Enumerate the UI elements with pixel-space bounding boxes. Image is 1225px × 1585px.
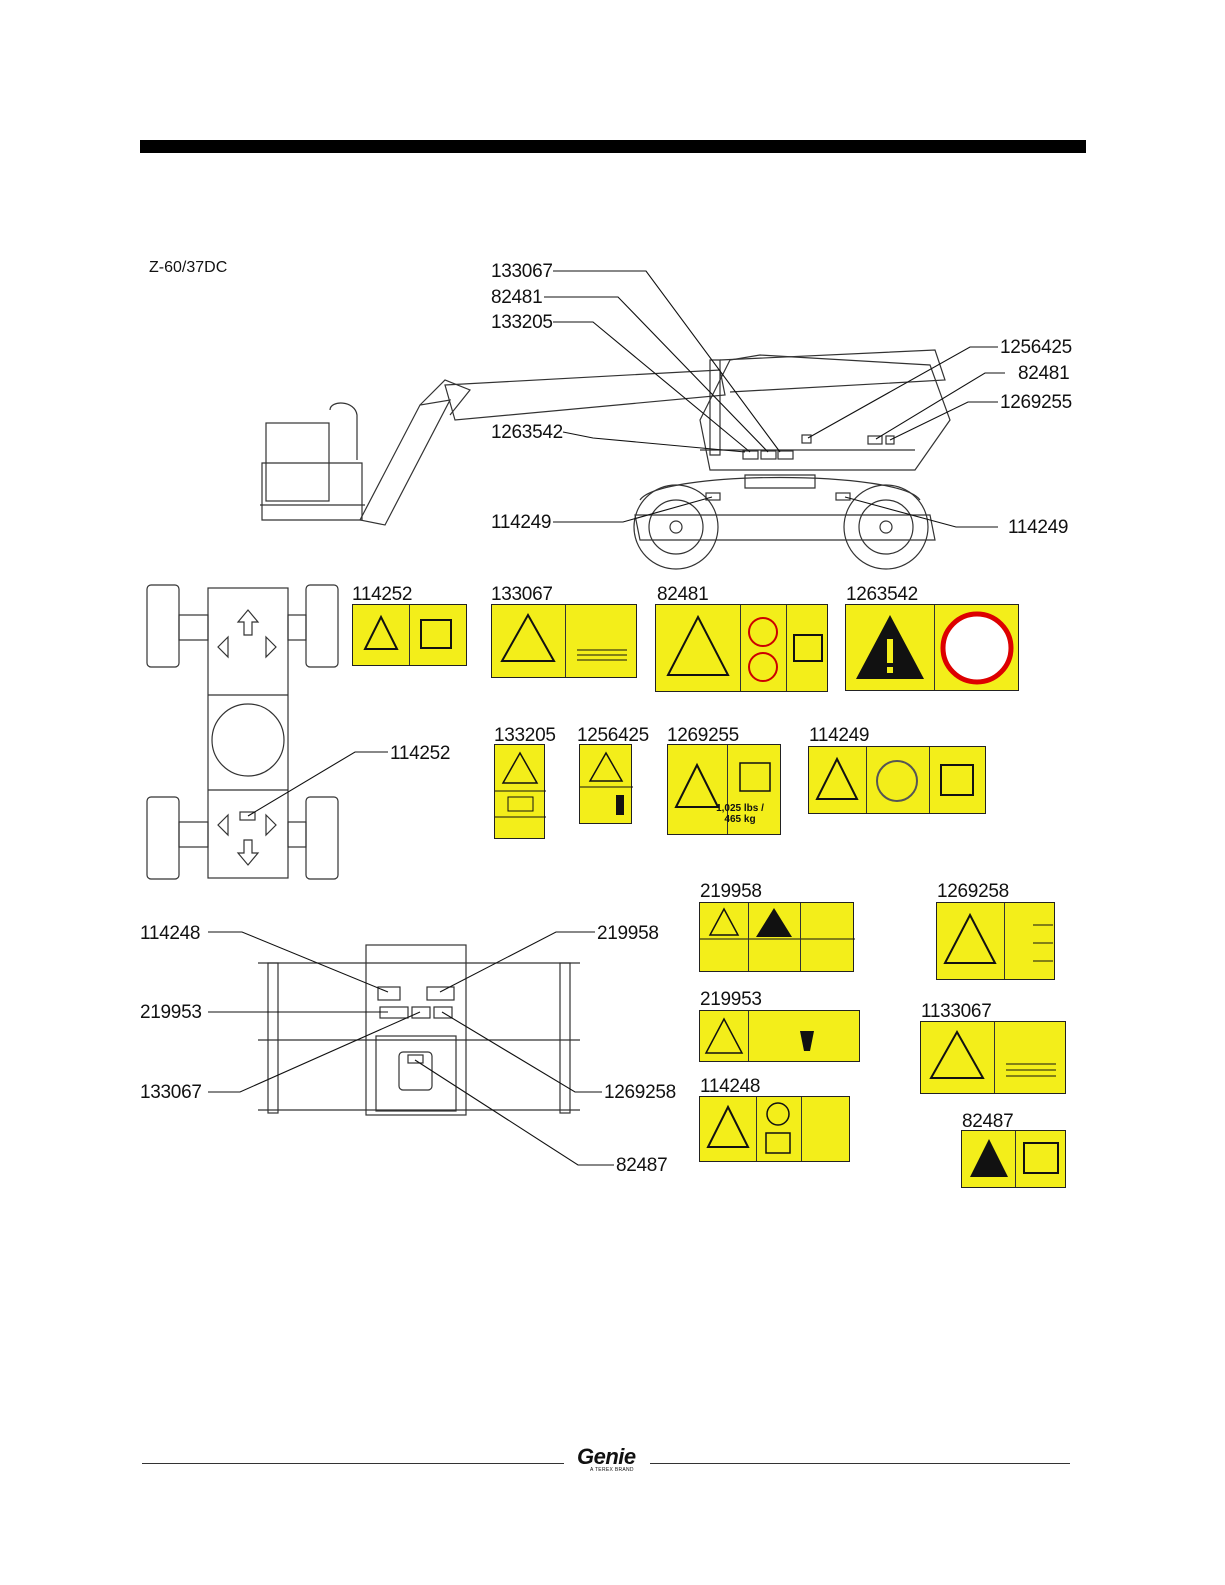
decal-133067	[491, 604, 637, 678]
decal-title-133067: 133067	[491, 585, 553, 604]
decal-1269255: 1,025 lbs / 465 kg	[667, 744, 781, 835]
decal-title-1256425: 1256425	[577, 726, 649, 745]
callout-82481-right: 82481	[1018, 364, 1069, 383]
decal-219953	[699, 1010, 860, 1062]
decal-title-114252: 114252	[352, 585, 412, 604]
callout-114252: 114252	[390, 744, 450, 763]
callout-114249-right: 114249	[1008, 518, 1068, 537]
decal-title-82481: 82481	[657, 585, 708, 604]
decal-1256425	[579, 744, 632, 824]
decal-title-219958: 219958	[700, 882, 762, 901]
callout-1269258: 1269258	[604, 1083, 676, 1102]
decal-114248	[699, 1096, 850, 1162]
decal-weight-text: 1,025 lbs / 465 kg	[695, 803, 785, 825]
callout-133067-platform: 133067	[140, 1083, 202, 1102]
callout-82481: 82481	[491, 288, 542, 307]
decal-title-114249: 114249	[809, 726, 869, 745]
decal-1133067	[920, 1021, 1066, 1094]
decal-title-1269255: 1269255	[667, 726, 739, 745]
callout-82487: 82487	[616, 1156, 667, 1175]
decal-219958	[699, 902, 854, 972]
callout-1256425: 1256425	[1000, 338, 1072, 357]
callout-219953: 219953	[140, 1003, 202, 1022]
decal-title-133205: 133205	[494, 726, 556, 745]
battery-icon	[495, 745, 546, 840]
decal-1269258	[936, 902, 1055, 980]
decal-133205	[494, 744, 545, 839]
decal-title-82487: 82487	[962, 1112, 1013, 1131]
callout-1269255: 1269255	[1000, 393, 1072, 412]
hand-icon	[580, 745, 633, 825]
decal-title-1133067: 1133067	[921, 1002, 991, 1021]
footer-rule-right	[650, 1463, 1070, 1464]
callout-133067: 133067	[491, 262, 553, 281]
callout-1263542: 1263542	[491, 423, 563, 442]
decal-114252	[352, 604, 467, 666]
footer-rule-left	[142, 1463, 564, 1464]
decal-1263542	[845, 604, 1019, 691]
decal-title-114248: 114248	[700, 1077, 760, 1096]
decal-title-1269258: 1269258	[937, 882, 1009, 901]
decal-82487	[961, 1130, 1066, 1188]
callout-114248: 114248	[140, 924, 200, 943]
decal-114249	[808, 746, 986, 814]
callout-133205: 133205	[491, 313, 553, 332]
decal-title-219953: 219953	[700, 990, 762, 1009]
terex-tagline: A TEREX BRAND	[590, 1467, 634, 1473]
callout-219958: 219958	[597, 924, 659, 943]
callout-114249-left: 114249	[491, 513, 551, 532]
decal-title-1263542: 1263542	[846, 585, 918, 604]
decal-82481	[655, 604, 828, 692]
